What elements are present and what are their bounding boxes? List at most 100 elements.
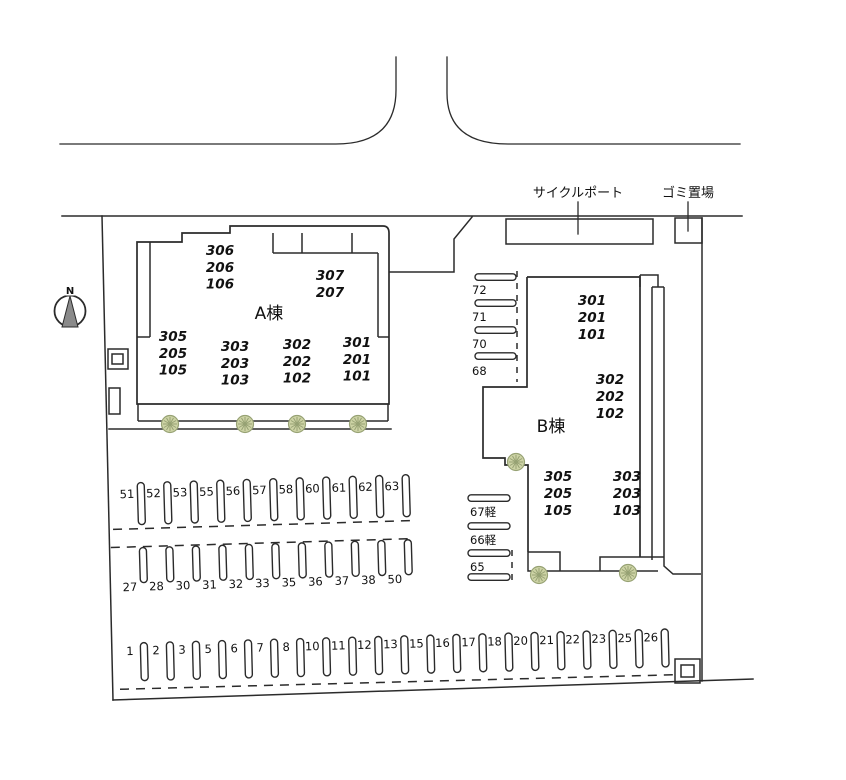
stall-divider: [350, 540, 360, 577]
parking-stall-number: 8: [282, 640, 290, 654]
building-a-title: A棟: [255, 304, 284, 324]
stall-divider: [297, 542, 307, 579]
stall-divider: [321, 637, 332, 677]
building-a-unit-numbers: 3062061063072073052051053032031033022021…: [159, 243, 371, 389]
stall-divider: [478, 633, 488, 673]
parking-stall-number: 11: [331, 638, 346, 652]
parking-stall-number: 18: [487, 634, 502, 648]
parking-stall-number: 31: [202, 577, 217, 591]
stall-divider: [474, 299, 517, 307]
parking-stall-number: 26: [643, 630, 658, 644]
site-boundary-left: [101, 215, 114, 701]
tree-icon: [160, 414, 180, 434]
parking-stall-number: 27: [122, 580, 137, 594]
parking-stall-number: 55: [199, 484, 214, 498]
stall-divider: [401, 474, 411, 518]
stall-divider: [218, 544, 228, 581]
parking-stall-number: 2: [152, 643, 160, 657]
unit-number: 205: [544, 486, 572, 502]
stall-divider: [295, 637, 306, 678]
stall-divider: [217, 639, 228, 680]
parking-stall-number: 60: [305, 481, 320, 495]
parking-stall-number: 71: [472, 310, 487, 324]
road-right-edge: [446, 56, 741, 145]
stall-divider: [403, 539, 413, 576]
stall-divider: [138, 546, 148, 584]
parking-stall-number: 65: [470, 560, 485, 574]
stall-divider: [165, 546, 175, 583]
stall-divider: [467, 573, 511, 581]
parking-stall-number: 51: [119, 487, 134, 501]
parking-stall-number: 62: [358, 480, 373, 494]
parking-stall-number: 66軽: [470, 533, 497, 547]
parking-stall-number: 56: [225, 484, 240, 498]
tree-icon: [506, 452, 526, 472]
stall-divider: [474, 273, 517, 281]
parking-stall-number: 53: [172, 485, 187, 499]
stall-divider: [556, 631, 566, 671]
parking-stall-number: 61: [331, 480, 346, 494]
stall-divider: [324, 541, 334, 578]
cycle-port: [505, 218, 654, 245]
stall-divider: [608, 629, 618, 670]
unit-number: 203: [221, 356, 249, 372]
building-b-balcony-strip: [639, 274, 701, 575]
road-left-edge: [59, 56, 397, 145]
stall-divider: [582, 630, 592, 670]
parking-stall-number: 21: [539, 633, 554, 647]
unit-number: 305: [544, 469, 572, 485]
stall-divider: [243, 639, 254, 679]
parking-stall-number: 12: [357, 638, 372, 652]
stall-divider: [295, 477, 305, 521]
unit-number: 203: [613, 486, 641, 502]
stall-divider: [191, 545, 201, 582]
stall-divider: [660, 628, 670, 668]
stall-divider: [191, 640, 201, 680]
parking-stall-number: 72: [472, 283, 487, 297]
tree-icon: [287, 414, 307, 434]
building-b-title: B棟: [537, 417, 566, 437]
entry-path-edge: [388, 215, 474, 273]
north-label: N: [66, 286, 74, 297]
unit-number: 102: [596, 406, 624, 422]
parking-stall-number: 10: [305, 639, 320, 653]
parking-stall-number: 16: [435, 636, 450, 650]
stall-divider: [271, 542, 281, 580]
parking-stall-number: 1: [126, 644, 134, 658]
stall-divider: [269, 638, 280, 678]
parking-stall-number: 23: [591, 632, 606, 646]
parking-stall-number: 5: [204, 642, 212, 656]
stall-divider: [165, 641, 175, 681]
unit-number: 205: [159, 346, 187, 362]
tree-icon: [529, 565, 549, 585]
unit-number: 101: [578, 327, 606, 343]
stall-divider: [530, 631, 540, 672]
unit-number: 301: [343, 335, 371, 351]
stall-divider: [163, 481, 173, 525]
stall-divider: [348, 636, 358, 676]
parking-stall-number: 38: [361, 573, 376, 587]
stall-divider: [400, 635, 410, 675]
unit-number: 202: [283, 354, 311, 370]
parking-stall-number: 22: [565, 632, 580, 646]
unit-number: 202: [596, 389, 624, 405]
stall-divider: [216, 479, 226, 523]
parking-stall-number: 28: [149, 579, 164, 593]
stall-divider: [504, 632, 514, 672]
site-boundary-bottom: [112, 678, 754, 701]
stall-divider: [189, 480, 199, 524]
stall-divider: [244, 543, 254, 581]
building-a-walkway: [137, 404, 389, 422]
stall-divider: [374, 474, 385, 519]
parking-col-67-65: 67軽 66軽 65: [467, 494, 511, 581]
building-a: A棟 3062061063072073052051053032031033022…: [136, 225, 390, 422]
stall-divider: [467, 549, 511, 557]
stall-divider: [242, 478, 252, 523]
unit-number: 301: [578, 293, 606, 309]
parking-stall-number: 35: [281, 575, 296, 589]
parking-stall-number: 67軽: [470, 505, 497, 519]
